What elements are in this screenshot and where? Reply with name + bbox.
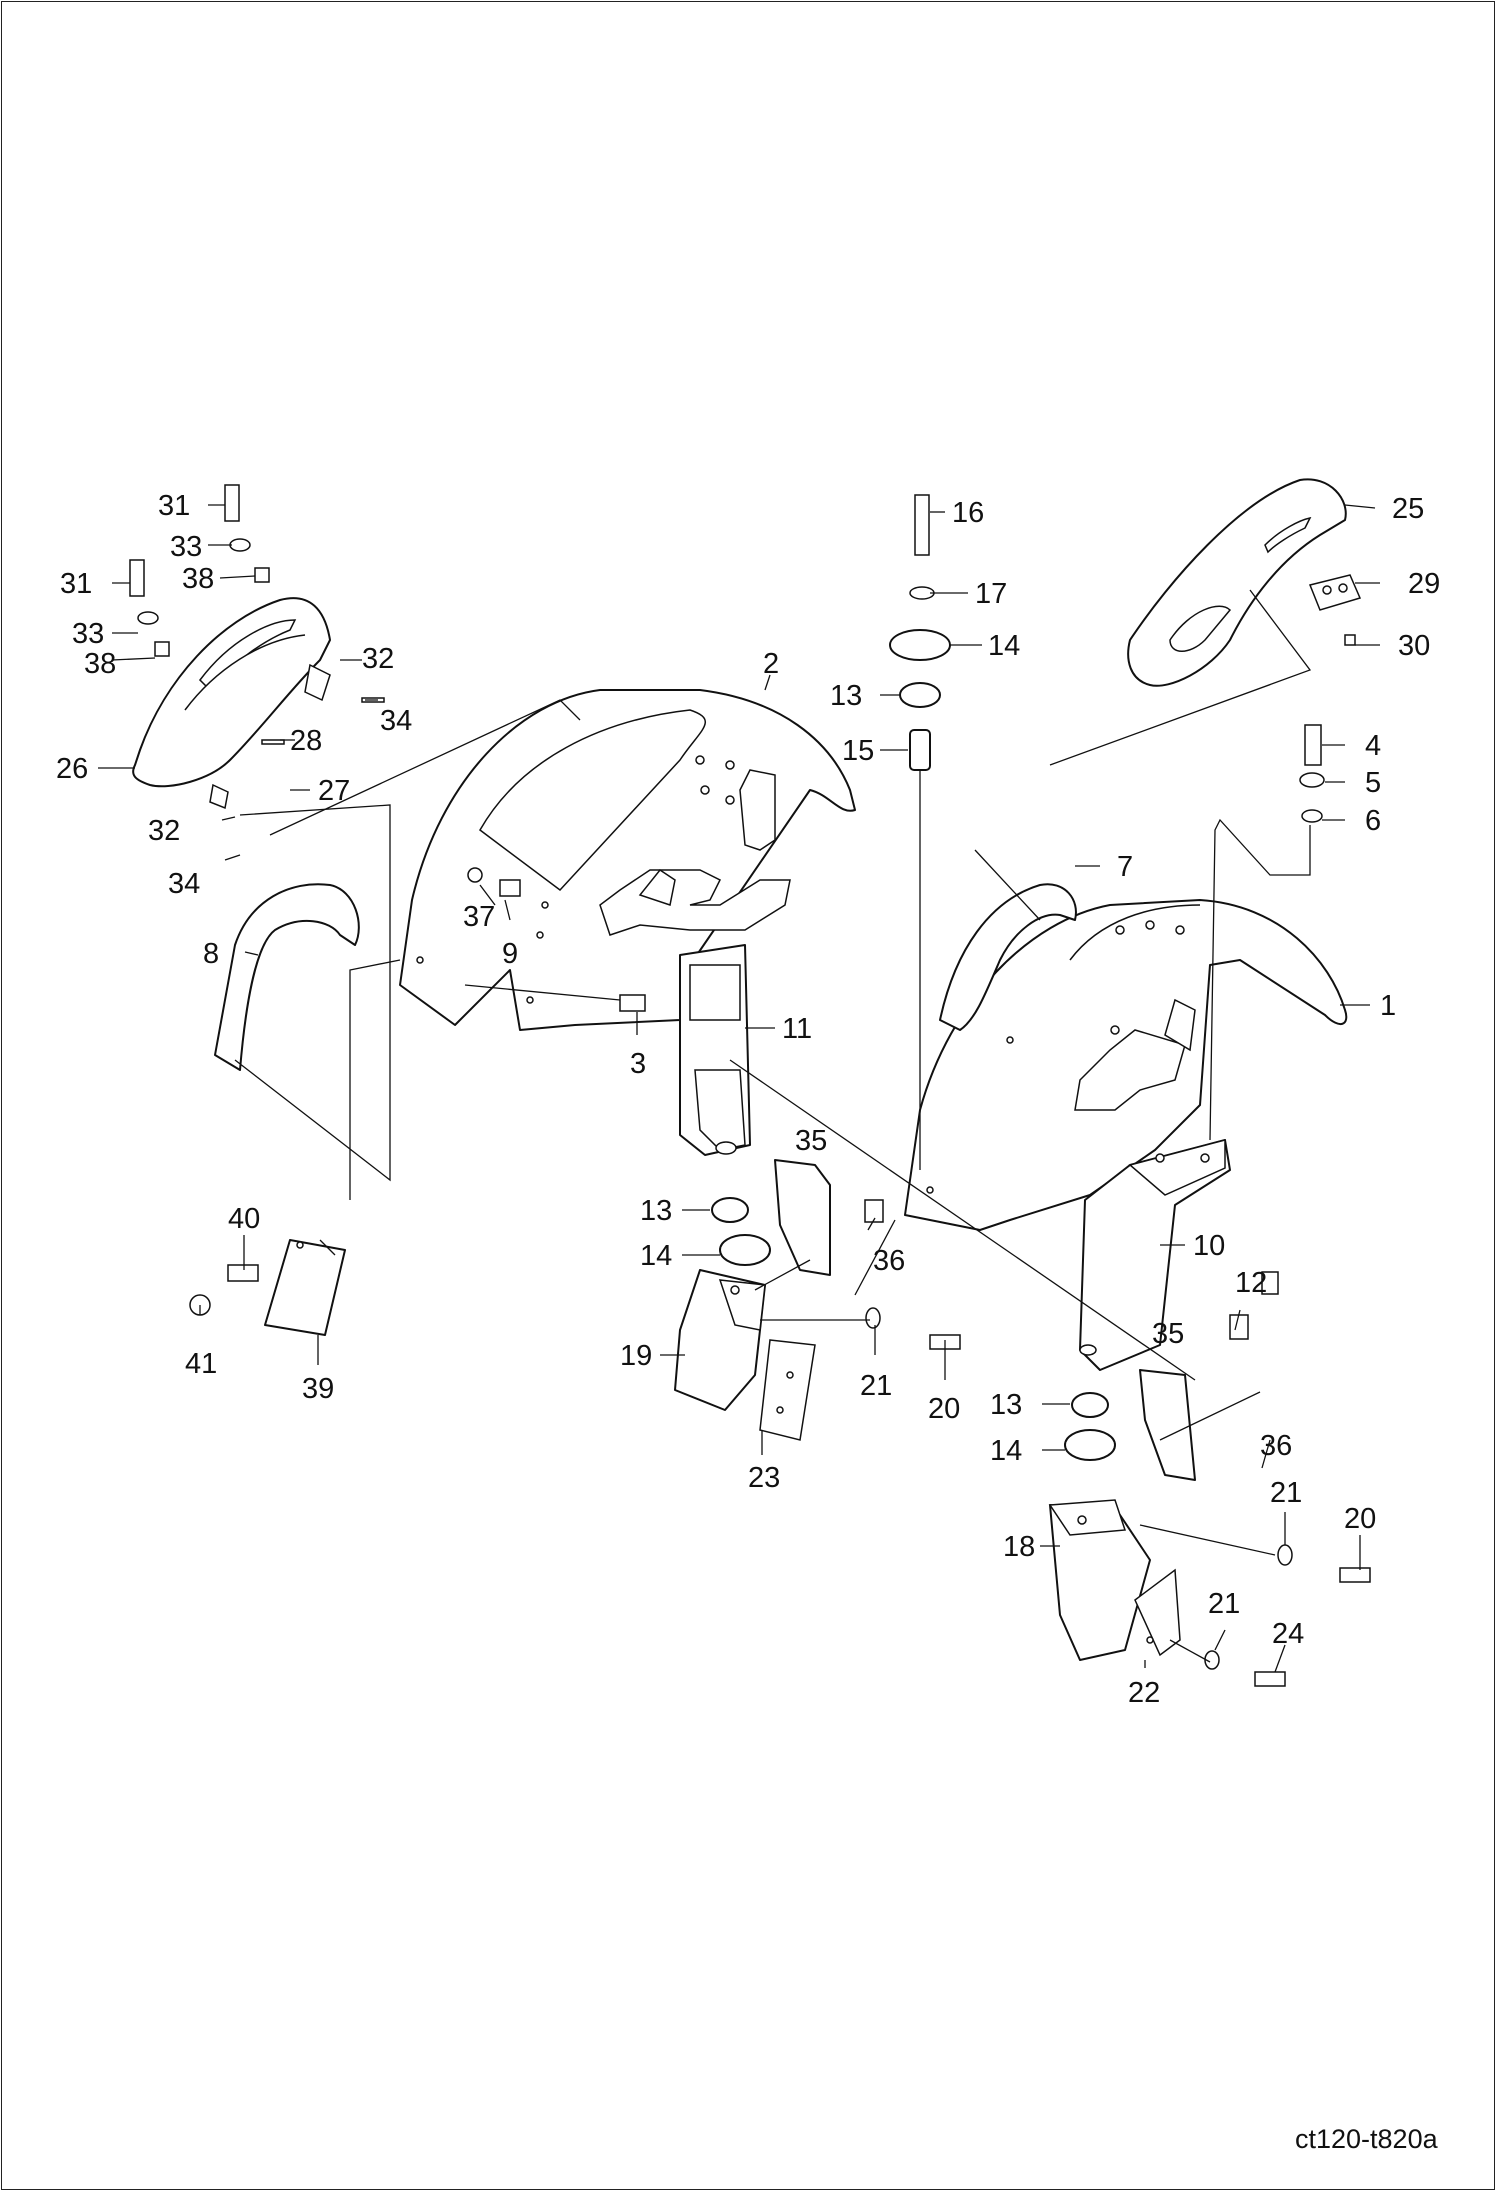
callout-40: 40 bbox=[228, 1203, 260, 1235]
callout-32-upper: 32 bbox=[362, 643, 394, 675]
right-fender-cover bbox=[1127, 478, 1362, 687]
callout-21-right-upper: 21 bbox=[1270, 1477, 1302, 1509]
callout-14-top: 14 bbox=[988, 630, 1020, 662]
callout-12: 12 bbox=[1235, 1267, 1267, 1299]
callout-13-top: 13 bbox=[830, 680, 862, 712]
callout-27: 27 bbox=[318, 775, 350, 807]
left-fender bbox=[399, 689, 856, 1031]
callout-14-right: 14 bbox=[990, 1435, 1022, 1467]
callout-11: 11 bbox=[782, 1013, 812, 1045]
mudflap bbox=[264, 1239, 346, 1336]
callout-34-lower: 34 bbox=[168, 868, 200, 900]
callout-21-right-lower: 21 bbox=[1208, 1588, 1240, 1620]
callout-15: 15 bbox=[842, 735, 874, 767]
drawing-code: ct120-t820a bbox=[1295, 2124, 1439, 2154]
callout-9: 9 bbox=[502, 938, 518, 970]
grab-handle-right bbox=[939, 883, 1077, 1031]
callout-38-upper: 38 bbox=[182, 563, 214, 595]
grab-handle-left bbox=[214, 883, 360, 1071]
right-fender-bracket bbox=[1079, 1139, 1231, 1371]
callout-36-right: 36 bbox=[1260, 1430, 1292, 1462]
callout-4: 4 bbox=[1365, 730, 1381, 762]
callout-13-left: 13 bbox=[640, 1195, 672, 1227]
callout-13-right: 13 bbox=[990, 1389, 1022, 1421]
callout-8: 8 bbox=[203, 938, 219, 970]
callout-19: 19 bbox=[620, 1340, 652, 1372]
callout-35-left: 35 bbox=[795, 1125, 827, 1157]
left-fender-bracket bbox=[679, 944, 751, 1156]
rubber-mounts bbox=[711, 629, 1116, 1461]
callout-14-left: 14 bbox=[640, 1240, 672, 1272]
callout-16: 16 bbox=[952, 497, 984, 529]
callout-41: 41 bbox=[185, 1348, 217, 1380]
callout-3: 3 bbox=[630, 1048, 646, 1080]
callout-28: 28 bbox=[290, 725, 322, 757]
left-fender-cover bbox=[132, 597, 331, 810]
callout-labels: 31 33 38 31 33 38 26 32 34 28 27 32 34 2… bbox=[56, 490, 1440, 1709]
callout-7: 7 bbox=[1117, 851, 1133, 883]
callout-26: 26 bbox=[56, 753, 88, 785]
right-fender bbox=[904, 899, 1348, 1231]
callout-25: 25 bbox=[1392, 493, 1424, 525]
callout-2: 2 bbox=[763, 648, 779, 680]
callout-18: 18 bbox=[1003, 1531, 1035, 1563]
callout-39: 39 bbox=[302, 1373, 334, 1405]
callout-38-lower: 38 bbox=[84, 648, 116, 680]
callout-33-upper: 33 bbox=[170, 531, 202, 563]
callout-37: 37 bbox=[463, 901, 495, 933]
callout-32-lower: 32 bbox=[148, 815, 180, 847]
callout-5: 5 bbox=[1365, 767, 1381, 799]
mount-bracket-left bbox=[674, 1269, 816, 1441]
callout-34-upper: 34 bbox=[380, 705, 412, 737]
callout-20-right: 20 bbox=[1344, 1503, 1376, 1535]
callout-22: 22 bbox=[1128, 1677, 1160, 1709]
callout-17: 17 bbox=[975, 578, 1007, 610]
callout-30: 30 bbox=[1398, 630, 1430, 662]
callout-6: 6 bbox=[1365, 805, 1381, 837]
callout-33-lower: 33 bbox=[72, 618, 104, 650]
callout-31-upper: 31 bbox=[158, 490, 190, 522]
callout-10: 10 bbox=[1193, 1230, 1225, 1262]
callout-29: 29 bbox=[1408, 568, 1440, 600]
callout-31-lower: 31 bbox=[60, 568, 92, 600]
callout-21-left: 21 bbox=[860, 1370, 892, 1402]
leader-lines bbox=[98, 504, 1380, 1673]
callout-20-left: 20 bbox=[928, 1393, 960, 1425]
callout-24: 24 bbox=[1272, 1618, 1304, 1650]
callout-1: 1 bbox=[1380, 990, 1396, 1022]
callout-35-right: 35 bbox=[1152, 1318, 1184, 1350]
callout-36-left: 36 bbox=[873, 1245, 905, 1277]
mount-bracket-right bbox=[1048, 1499, 1181, 1661]
callout-23: 23 bbox=[748, 1462, 780, 1494]
spacer-plates bbox=[774, 1159, 1196, 1481]
